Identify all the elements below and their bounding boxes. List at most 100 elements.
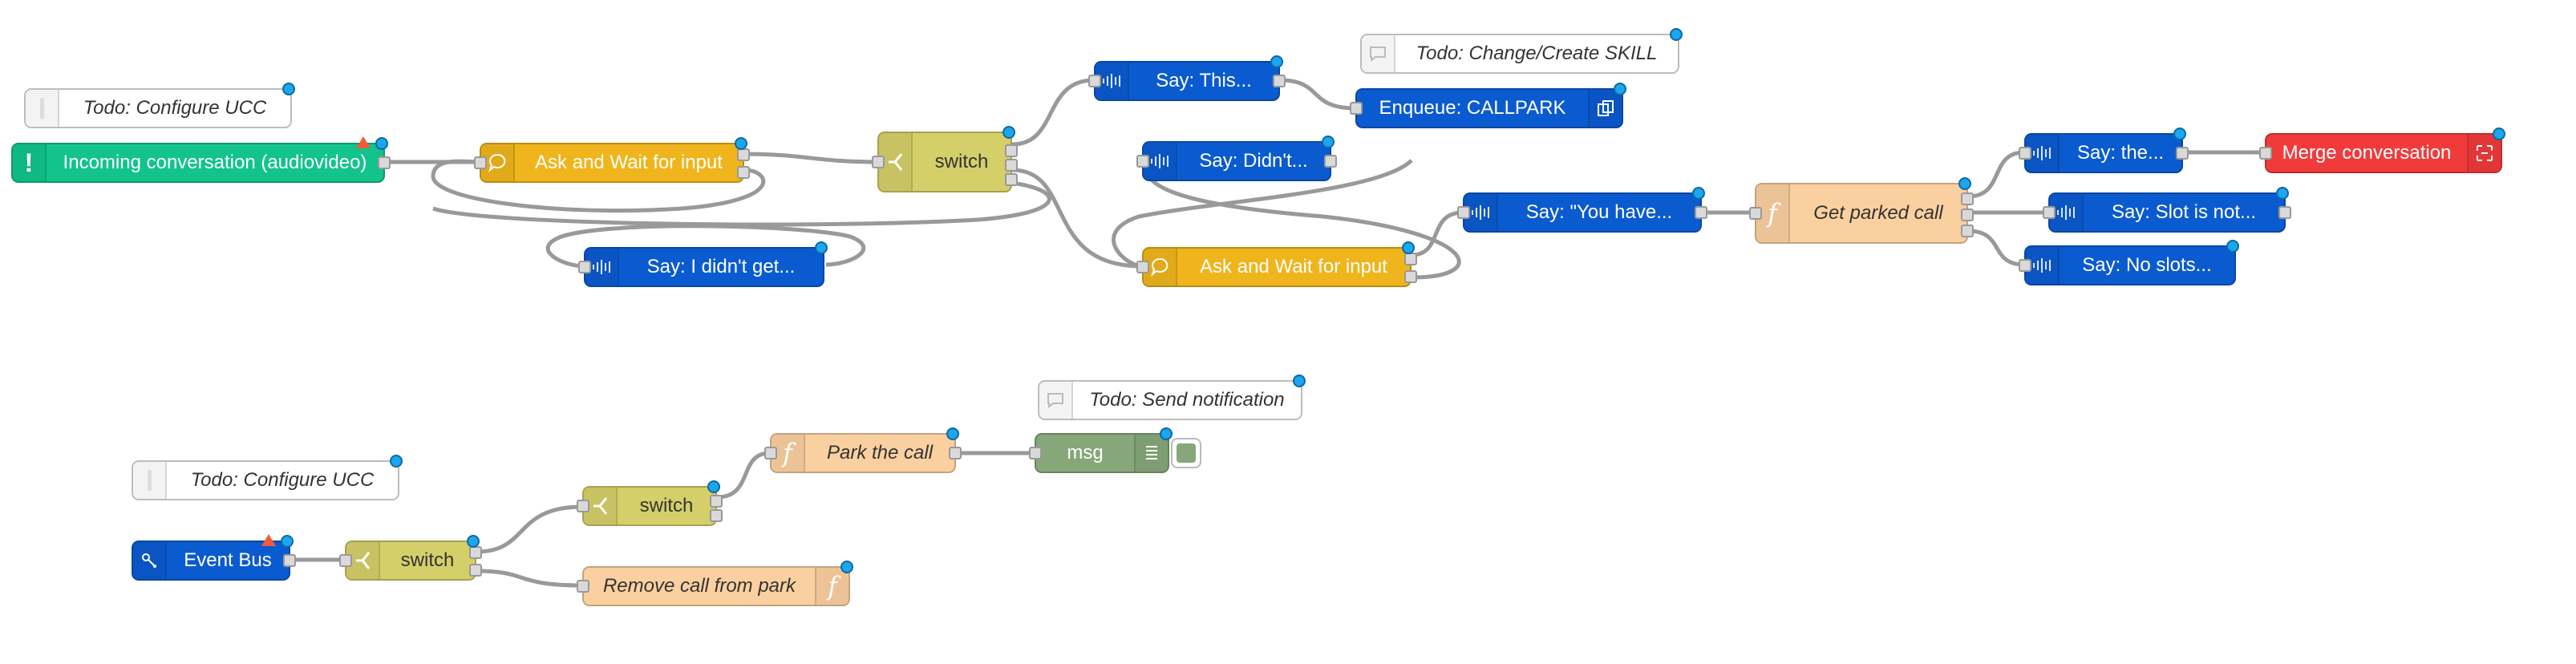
node-label: Say: No slots... [2082,254,2212,276]
wire[interactable] [1011,78,1095,147]
exclamation-icon [133,462,167,499]
enqueue-node[interactable]: Enqueue: CALLPARK [1350,83,1626,128]
comment-node[interactable]: Todo: Configure UCC [132,455,403,500]
output-port[interactable] [469,546,482,559]
function-node[interactable]: f Park the call [764,427,962,473]
say-node[interactable]: Say: I didn't get... [578,241,828,287]
status-dot [281,535,294,548]
say-node[interactable]: Say: Didn't... [1136,136,1337,181]
wire[interactable] [476,569,583,588]
say-node[interactable]: Say: Slot is not... [2043,187,2291,233]
copy-stack-icon [1588,90,1622,127]
say-node[interactable]: Say: "You have... [1457,187,1707,233]
input-port[interactable] [474,156,487,169]
comment-node[interactable]: Todo: Configure UCC [24,83,295,128]
audio-wave-icon [1144,143,1177,180]
input-port[interactable] [578,261,591,273]
output-port[interactable] [469,564,482,577]
debug-toggle-button[interactable] [1171,438,1201,468]
output-port[interactable] [1324,155,1337,168]
question-bubble-icon [1144,249,1177,285]
comment-node[interactable]: Todo: Change/Create SKILL [1360,28,1683,74]
output-port[interactable] [1005,173,1018,186]
wire[interactable] [743,152,878,164]
output-port[interactable] [378,156,391,169]
comment-icon [1039,382,1073,419]
switch-node[interactable]: switch [577,480,723,526]
input-port[interactable] [2019,147,2031,160]
wire[interactable] [1411,210,1464,257]
output-port[interactable] [1404,270,1417,283]
output-port[interactable] [949,447,962,460]
output-port[interactable] [2176,147,2189,160]
ask-wait-input-node[interactable]: Ask and Wait for input [1136,241,1417,287]
output-port[interactable] [283,554,296,567]
incoming-conversation-node[interactable]: ! Incoming conversation (audiovideo) [11,136,391,183]
output-port[interactable] [1695,206,1707,219]
input-port[interactable] [339,554,352,567]
input-port[interactable] [1457,206,1470,219]
wire[interactable] [1967,229,2025,267]
output-port[interactable] [1961,192,1974,205]
status-dot [1270,55,1283,68]
switch-node[interactable]: switch [339,535,482,581]
wire[interactable] [1112,159,1413,269]
audio-wave-icon [1464,194,1498,231]
output-port[interactable] [1005,159,1018,172]
ask-wait-input-node[interactable]: Ask and Wait for input [474,137,750,183]
input-port[interactable] [2259,147,2272,160]
input-port[interactable] [1088,75,1101,87]
output-port[interactable] [710,495,723,508]
input-port[interactable] [1136,261,1149,273]
status-dot [2276,187,2289,200]
output-port[interactable] [710,509,723,522]
input-port[interactable] [577,500,589,512]
output-port[interactable] [1005,144,1018,157]
status-dot [707,480,720,493]
node-label: Say: I didn't get... [646,256,796,277]
output-port[interactable] [1961,209,1974,221]
input-port[interactable] [1136,155,1149,168]
status-dot [1614,83,1626,95]
merge-conversation-node[interactable]: Merge conversation [2259,128,2505,173]
wire[interactable] [716,451,771,500]
wire[interactable] [476,504,583,554]
wire[interactable] [431,159,766,213]
node-label: Remove call from park [602,575,796,597]
input-port[interactable] [1029,447,1042,460]
input-port[interactable] [1749,207,1762,220]
output-port[interactable] [1404,253,1417,265]
input-port[interactable] [2019,259,2031,272]
wire[interactable] [1144,160,1461,280]
function-node[interactable]: Remove call from park f [577,561,853,606]
status-dot [1002,126,1015,139]
wire[interactable] [1279,78,1356,111]
output-port[interactable] [1961,225,1974,237]
wire[interactable] [545,224,866,269]
input-port[interactable] [2043,206,2056,219]
output-port[interactable] [1273,75,1286,87]
say-node[interactable]: Say: This... [1088,55,1286,101]
status-dot [946,427,959,440]
input-port[interactable] [872,156,885,168]
input-port[interactable] [577,580,589,593]
function-node[interactable]: f Get parked call [1749,177,1974,244]
switch-node[interactable]: switch [872,126,1018,192]
wire[interactable] [1967,150,2025,199]
output-port[interactable] [737,148,750,161]
say-node[interactable]: Say: the... [2019,128,2189,173]
wire[interactable] [432,180,1051,227]
wire[interactable] [1011,168,1143,269]
event-bus-node[interactable]: Event Bus [132,534,296,581]
comment-node[interactable]: Todo: Send notification [1038,375,1306,420]
debug-node[interactable]: msg [1029,427,1173,473]
say-node[interactable]: Say: No slots... [2019,240,2239,285]
output-port[interactable] [2278,206,2291,219]
output-port[interactable] [737,166,750,179]
status-dot [1293,375,1306,387]
input-port[interactable] [764,447,777,460]
node-label: Say: Slot is not... [2111,201,2257,223]
node-label: Incoming conversation (audiovideo) [63,152,367,173]
input-port[interactable] [1350,102,1363,115]
